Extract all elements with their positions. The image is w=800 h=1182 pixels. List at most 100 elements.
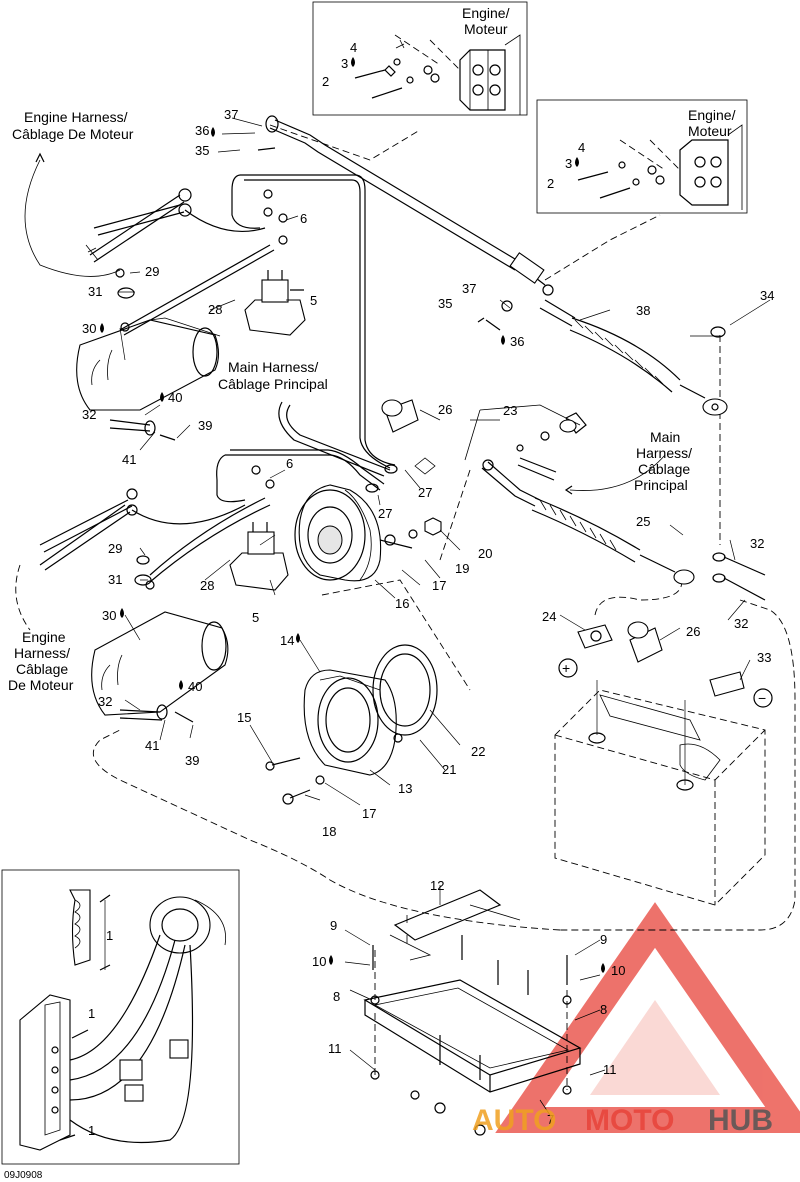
upper-hardware xyxy=(109,189,288,441)
starter-motor-upper xyxy=(76,317,221,411)
callout-18: 18 xyxy=(322,824,336,839)
grease-icon xyxy=(296,633,300,643)
starter-motor-lower xyxy=(91,555,229,723)
engine-label-1-line2: Moteur xyxy=(464,21,508,37)
callout-4a: 4 xyxy=(350,40,357,55)
engine-harness-bottom-line3: Câblage xyxy=(16,661,68,677)
engine-label-2-line1: Engine/ xyxy=(688,107,736,123)
callout-40a: 40 xyxy=(168,390,182,405)
grease-icon xyxy=(179,680,183,690)
cables-middle xyxy=(39,401,436,590)
main-harness-center-line1: Main Harness/ xyxy=(228,359,318,375)
callout-39a: 39 xyxy=(198,418,212,433)
callout-20: 20 xyxy=(478,546,492,561)
callout-31a: 31 xyxy=(88,284,102,299)
callout-21: 21 xyxy=(442,762,456,777)
battery-tray xyxy=(363,889,582,1136)
cables-upper xyxy=(24,152,396,469)
callout-29a: 29 xyxy=(145,264,159,279)
figure-code: 09J0908 xyxy=(4,1170,43,1181)
callout-30b: 30 xyxy=(102,608,116,623)
main-harness-right-line3: Câblage xyxy=(638,461,690,477)
watermark-auto: AUTO xyxy=(472,1104,556,1137)
callout-28b: 28 xyxy=(200,578,214,593)
callout-16: 16 xyxy=(395,596,409,611)
callout-22: 22 xyxy=(471,744,485,759)
callout-2b: 2 xyxy=(547,176,554,191)
callout-26a: 26 xyxy=(438,402,452,417)
positive-terminal: + xyxy=(562,660,570,676)
callout-13: 13 xyxy=(398,781,412,796)
callout-10b: 10 xyxy=(611,963,625,978)
callout-19: 19 xyxy=(455,561,469,576)
solenoid-upper xyxy=(244,270,306,336)
callout-5a: 5 xyxy=(310,293,317,308)
callout-31b: 31 xyxy=(108,572,122,587)
callout-30a: 30 xyxy=(82,321,96,336)
battery-cable-top xyxy=(265,115,728,416)
callout-25: 25 xyxy=(636,514,650,529)
main-harness-right-line2: Harness/ xyxy=(636,445,692,461)
callout-37a: 37 xyxy=(224,107,238,122)
watermark-text: AUTO MOTO HUB xyxy=(472,1104,773,1137)
watermark-logo xyxy=(495,902,800,1133)
grease-icon xyxy=(100,323,104,333)
callout-24: 24 xyxy=(542,609,556,624)
callout-40b: 40 xyxy=(188,679,202,694)
callout-35a: 35 xyxy=(195,143,209,158)
callout-15: 15 xyxy=(237,710,251,725)
grease-icon xyxy=(211,127,215,137)
callout-8a: 8 xyxy=(333,989,340,1004)
callout-1b: 1 xyxy=(88,1006,95,1021)
grease-icon xyxy=(120,608,124,618)
callout-6b: 6 xyxy=(286,456,293,471)
engine-label-2-line2: Moteur xyxy=(688,123,732,139)
callout-41b: 41 xyxy=(145,738,159,753)
harness-labels: Engine Harness/ Câblage De Moteur Main H… xyxy=(8,109,692,693)
engine-harness-bottom-line4: De Moteur xyxy=(8,677,74,693)
callout-36a: 36 xyxy=(195,123,209,138)
callout-26b: 26 xyxy=(686,624,700,639)
engine-harness-bottom-line2: Harness/ xyxy=(14,645,70,661)
callout-8b: 8 xyxy=(600,1002,607,1017)
grease-icon xyxy=(575,157,579,167)
callout-32d: 32 xyxy=(98,694,112,709)
engine-inset-2: 4 3 2 Engine/ Moteur xyxy=(536,99,748,214)
callout-2a: 2 xyxy=(322,74,329,89)
grease-icon xyxy=(160,392,164,402)
callout-34: 34 xyxy=(760,288,774,303)
callout-3a: 3 xyxy=(341,56,348,71)
callout-4b: 4 xyxy=(578,140,585,155)
main-harness-right-line4: Principal xyxy=(634,477,688,493)
engine-harness-top-line1: Engine Harness/ xyxy=(24,109,128,125)
callout-1c: 1 xyxy=(88,1123,95,1138)
callout-28a: 28 xyxy=(208,302,222,317)
callout-33: 33 xyxy=(757,650,771,665)
callout-11b: 11 xyxy=(603,1062,617,1077)
callout-3b: 3 xyxy=(565,156,572,171)
callout-17a: 17 xyxy=(432,578,446,593)
callout-32a: 32 xyxy=(82,407,96,422)
callout-17b: 17 xyxy=(362,806,376,821)
callout-7: 7 xyxy=(547,1112,554,1127)
solenoid-lower xyxy=(229,465,289,591)
callout-23: 23 xyxy=(503,403,517,418)
engine-label-1-line1: Engine/ xyxy=(462,5,510,21)
engine-harness-top-line2: Câblage De Moteur xyxy=(12,126,134,142)
main-harness-center-line2: Câblage Principal xyxy=(218,376,328,392)
callout-27a: 27 xyxy=(418,485,432,500)
engine-harness-bottom-line1: Engine xyxy=(22,629,66,645)
callout-5b: 5 xyxy=(252,610,259,625)
callout-9a: 9 xyxy=(330,918,337,933)
callout-27b: 27 xyxy=(378,506,392,521)
grease-icon xyxy=(601,963,605,973)
harness-detail-inset xyxy=(1,869,240,1165)
callout-39b: 39 xyxy=(185,753,199,768)
battery: + − xyxy=(381,326,773,906)
negative-terminal: − xyxy=(758,690,766,706)
callouts: 37 36 35 6 29 31 28 5 30 32 40 39 41 37 … xyxy=(82,107,774,1138)
engine-inset-1: 4 3 2 Engine/ Moteur xyxy=(312,1,528,116)
grease-icon xyxy=(351,57,355,67)
callout-11a: 11 xyxy=(328,1041,342,1056)
